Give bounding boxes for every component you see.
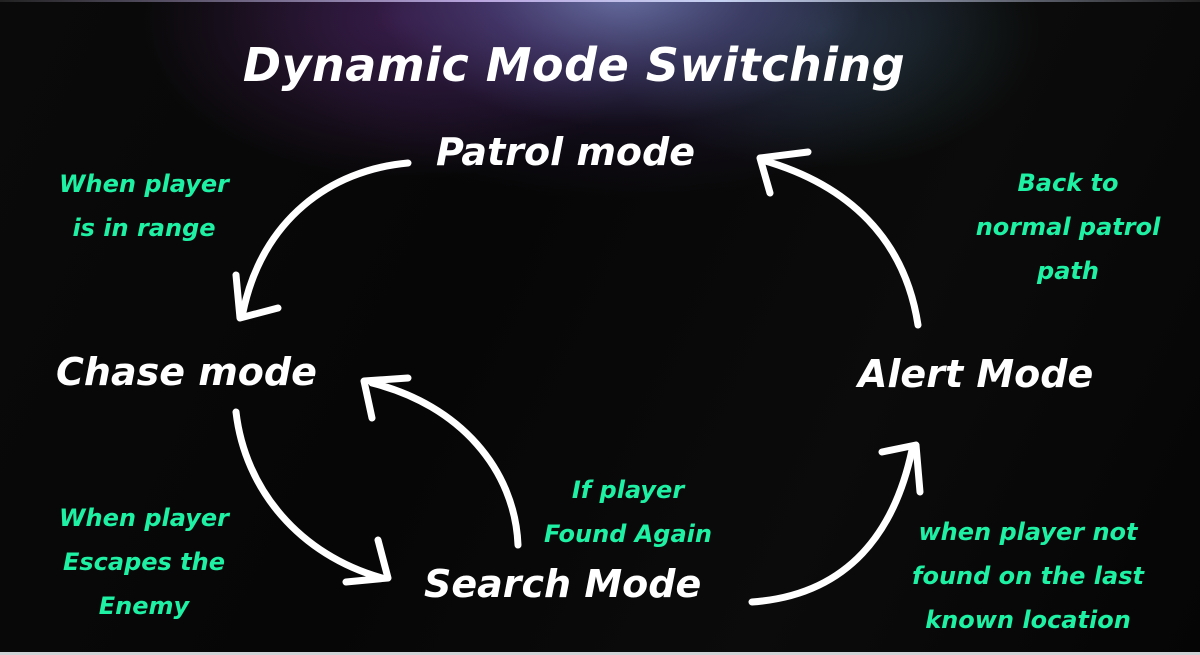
condition-patrol-to-chase: When player is in range	[38, 162, 250, 250]
condition-line: When player	[59, 170, 229, 198]
top-border	[0, 0, 1200, 2]
diagram-title: Dynamic Mode Switching	[242, 38, 906, 92]
condition-line: normal patrol	[975, 213, 1161, 241]
condition-line: when player not	[918, 518, 1138, 546]
condition-line: When player	[59, 504, 229, 532]
node-search-mode: Search Mode	[424, 562, 702, 606]
arrow-head-search-to-alert	[878, 441, 924, 496]
condition-line: Escapes the	[62, 548, 226, 576]
condition-search-to-chase: If player Found Again	[522, 468, 734, 556]
condition-line: known location	[925, 606, 1131, 634]
arrow-head-patrol-to-chase	[232, 271, 282, 322]
condition-line: Found Again	[544, 520, 712, 548]
condition-search-to-alert: when player not found on the last known …	[888, 510, 1168, 642]
condition-line: path	[1037, 257, 1099, 285]
arrow-chase-to-search	[232, 408, 386, 582]
condition-alert-to-patrol: Back to normal patrol path	[968, 161, 1168, 293]
arrow-search-to-alert	[748, 446, 916, 606]
arrow-alert-to-patrol	[758, 156, 922, 329]
condition-line: If player	[571, 476, 685, 504]
condition-line: Enemy	[98, 592, 190, 620]
node-alert-mode: Alert Mode	[858, 352, 1094, 396]
arrow-head-alert-to-patrol	[756, 148, 812, 197]
condition-line: Back to	[1017, 169, 1119, 197]
condition-line: is in range	[72, 214, 216, 242]
arrow-head-chase-to-search	[342, 536, 392, 586]
arrow-search-to-chase	[368, 379, 522, 549]
arrow-patrol-to-chase	[239, 159, 412, 316]
node-patrol-mode: Patrol mode	[436, 130, 696, 174]
condition-chase-to-search: When player Escapes the Enemy	[38, 496, 250, 628]
arrow-head-search-to-chase	[360, 374, 412, 422]
node-chase-mode: Chase mode	[56, 350, 317, 394]
condition-line: found on the last	[912, 562, 1144, 590]
bottom-border	[0, 652, 1200, 655]
